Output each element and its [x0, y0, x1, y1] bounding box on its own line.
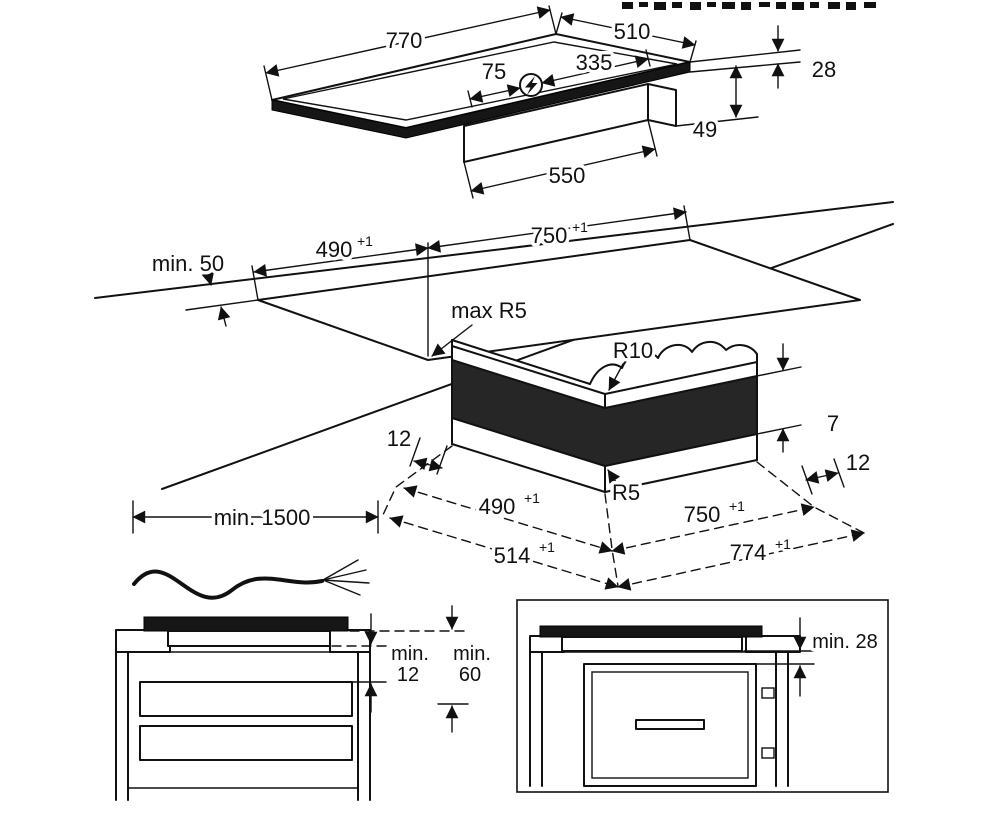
worktop-cutout-view: min. 50 490 +1 750 +1 max R5	[148, 205, 861, 361]
oven-hob-glass	[539, 625, 763, 638]
cabinet-carcass	[115, 651, 371, 801]
cable-wire-ends	[322, 559, 370, 596]
dim-12-left: 12	[383, 423, 448, 475]
dim-r5-label: R5	[612, 480, 640, 505]
dim-510-label: 510	[614, 19, 651, 44]
dim-490-label: 490	[316, 237, 353, 262]
hob-isometric-view: 770 510 75 335 28 49	[263, 5, 840, 199]
profile-outlines	[451, 339, 758, 493]
edge-profile-view: R10 R5 7 12 12	[381, 335, 874, 591]
dim-75-label: 75	[482, 59, 506, 84]
worktop-section-right	[329, 629, 371, 653]
mounting-bracket-upper	[761, 687, 775, 699]
oven-door	[591, 671, 749, 779]
dim-min60-value: 60	[459, 664, 481, 686]
profile-recess-wall	[452, 360, 757, 466]
oven-handle	[635, 719, 705, 730]
dim-28: 28	[689, 25, 840, 89]
dim-750-inner-label: 750	[684, 502, 721, 527]
dim-7: 7	[756, 343, 843, 453]
oven-worktop-right	[745, 635, 801, 653]
dim-774-outer-sup: +1	[775, 536, 791, 552]
dim-750-label: 750	[531, 223, 568, 248]
cropped-text-fragments	[622, 2, 876, 10]
dim-12-right: 12	[801, 447, 874, 495]
oven-cabinet-carcass	[529, 651, 789, 787]
dim-550: 550	[463, 119, 658, 199]
dim-49-label: 49	[693, 117, 717, 142]
oven-cabinet-view: min. 28	[516, 599, 889, 793]
dim-min60-min-label: min.	[453, 643, 491, 665]
drawer-cabinet-view: min. 12 min. 60	[115, 605, 494, 801]
dim-750-sup: +1	[572, 219, 588, 235]
hob-body-section	[167, 630, 331, 647]
dim-12-right-label: 12	[846, 450, 870, 475]
dim-max-r5: max R5	[431, 295, 530, 357]
dim-7-label: 7	[827, 411, 839, 436]
dim-power-connection: 75 335	[467, 47, 651, 108]
oven-hob-body	[561, 636, 743, 652]
dim-770: 770	[263, 5, 557, 101]
dim-550-label: 550	[549, 163, 586, 188]
dim-cutout-490-750: 490 +1 750 +1	[251, 205, 691, 357]
dim-774-outer-label: 774	[730, 540, 767, 565]
dim-335-label: 335	[576, 50, 613, 75]
dim-490-inner-sup: +1	[524, 490, 540, 506]
dim-min1500-label: min. 1500	[214, 505, 311, 530]
dim-r10-label: R10	[613, 338, 653, 363]
dim-514-outer-sup: +1	[539, 539, 555, 555]
dim-490-sup: +1	[357, 233, 373, 249]
drawer-front-lower	[139, 725, 353, 761]
dim-28-label: 28	[812, 57, 836, 82]
dim-min28: min. 28	[743, 617, 881, 697]
dim-max-r5-label: max R5	[451, 298, 527, 323]
dim-min50: min. 50	[148, 248, 231, 327]
dim-min50-label: min. 50	[152, 251, 224, 276]
detail-box-border	[516, 599, 889, 793]
dim-12-left-label: 12	[387, 426, 411, 451]
dim-514-outer-label: 514	[494, 543, 531, 568]
dashed-dimensions: 490 +1 750 +1 514 +1 774 +1	[381, 445, 865, 591]
dim-min12-value: 12	[397, 664, 419, 686]
mounting-bracket-lower	[761, 747, 775, 759]
profile-front-face	[452, 418, 757, 492]
built-in-oven	[583, 663, 775, 787]
cutout-opening	[257, 239, 861, 361]
dim-r5: R5	[607, 469, 644, 509]
dim-min28-label: min. 28	[812, 631, 878, 653]
dim-min60: min. 60	[349, 605, 494, 733]
dim-510: 510	[555, 12, 697, 63]
dim-r10: R10	[608, 335, 657, 391]
burner-box-side	[647, 83, 677, 127]
worktop-section-left	[115, 629, 171, 653]
lightning-bolt-icon	[525, 76, 538, 95]
cable-view: min. 1500	[132, 500, 379, 600]
mains-cable	[132, 569, 324, 600]
dim-49: 49	[675, 65, 759, 146]
dim-770-label: 770	[386, 28, 423, 53]
dim-min12-min-label: min.	[391, 643, 429, 665]
drawer-front-upper	[139, 681, 353, 717]
oven-worktop-left	[529, 635, 565, 653]
dim-min12: min. 12	[331, 613, 432, 713]
dim-750-inner-sup: +1	[729, 498, 745, 514]
dim-490-inner-label: 490	[479, 494, 516, 519]
hob-glass-section	[143, 616, 349, 632]
